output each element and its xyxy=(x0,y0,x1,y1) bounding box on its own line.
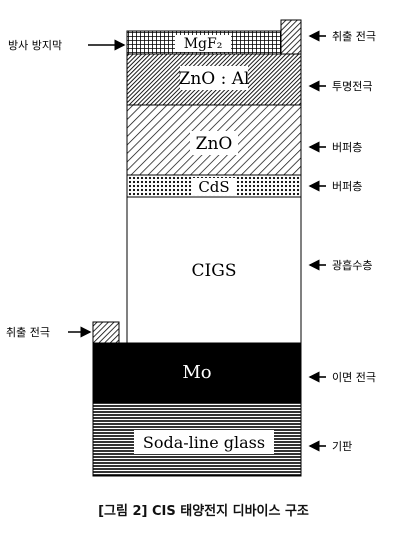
zno-al-label-bg xyxy=(180,66,248,90)
top-extraction-label: 취출 전극 xyxy=(332,30,376,43)
substrate-label-bg xyxy=(134,430,274,454)
mgf2-label: MgF₂ xyxy=(184,36,223,52)
mo-layer xyxy=(92,342,302,403)
cigs-label: CIGS xyxy=(192,261,237,281)
bottom-extraction-label: 취출 전극 xyxy=(6,326,50,339)
substrate-right-label: 기판 xyxy=(332,440,352,453)
mgf2-label-bg xyxy=(175,35,231,52)
buffer-zno-label: 버퍼층 xyxy=(332,141,362,154)
anti-reflection-label: 방사 방지막 xyxy=(8,39,62,52)
substrate-label: Soda-line glass xyxy=(143,433,265,452)
cds-label: CdS xyxy=(198,178,229,196)
back-electrode-label: 이면 전극 xyxy=(332,371,376,384)
zno-al-label: ZnO : Al xyxy=(179,69,250,89)
top-extraction-electrode xyxy=(280,19,302,55)
zno-label-bg xyxy=(190,131,238,155)
cds-label-bg xyxy=(192,178,236,195)
transparent-electrode-label: 투명전극 xyxy=(332,80,372,93)
absorber-label: 광흡수층 xyxy=(332,258,372,272)
bottom-extraction-electrode xyxy=(92,321,120,344)
buffer-cds-label: 버퍼층 xyxy=(332,180,362,193)
figure-caption: [그림 2] CIS 태양전지 디바이스 구조 xyxy=(98,504,309,519)
cigs-layer xyxy=(126,196,302,344)
mo-label: Mo xyxy=(182,362,211,383)
zno-label: ZnO xyxy=(196,134,233,154)
